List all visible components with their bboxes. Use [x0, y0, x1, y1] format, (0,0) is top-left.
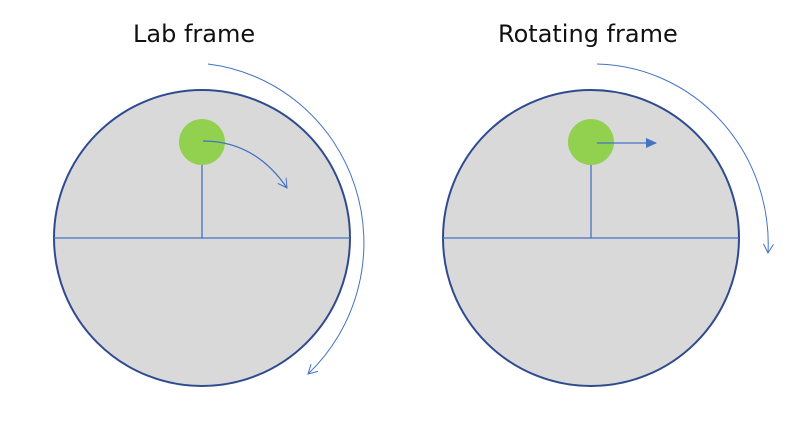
lab-curved-velocity-arrow-icon [202, 140, 288, 189]
rotating-frame-title: Rotating frame [498, 20, 678, 48]
rotating-frame-panel [442, 63, 774, 387]
lab-rotation-arc-icon [207, 63, 365, 375]
lab-ball [179, 119, 225, 165]
rotating-rotation-arc-icon [596, 63, 774, 255]
rotating-ball [568, 119, 614, 165]
lab-frame-title: Lab frame [133, 20, 256, 48]
lab-frame-panel [53, 63, 365, 387]
